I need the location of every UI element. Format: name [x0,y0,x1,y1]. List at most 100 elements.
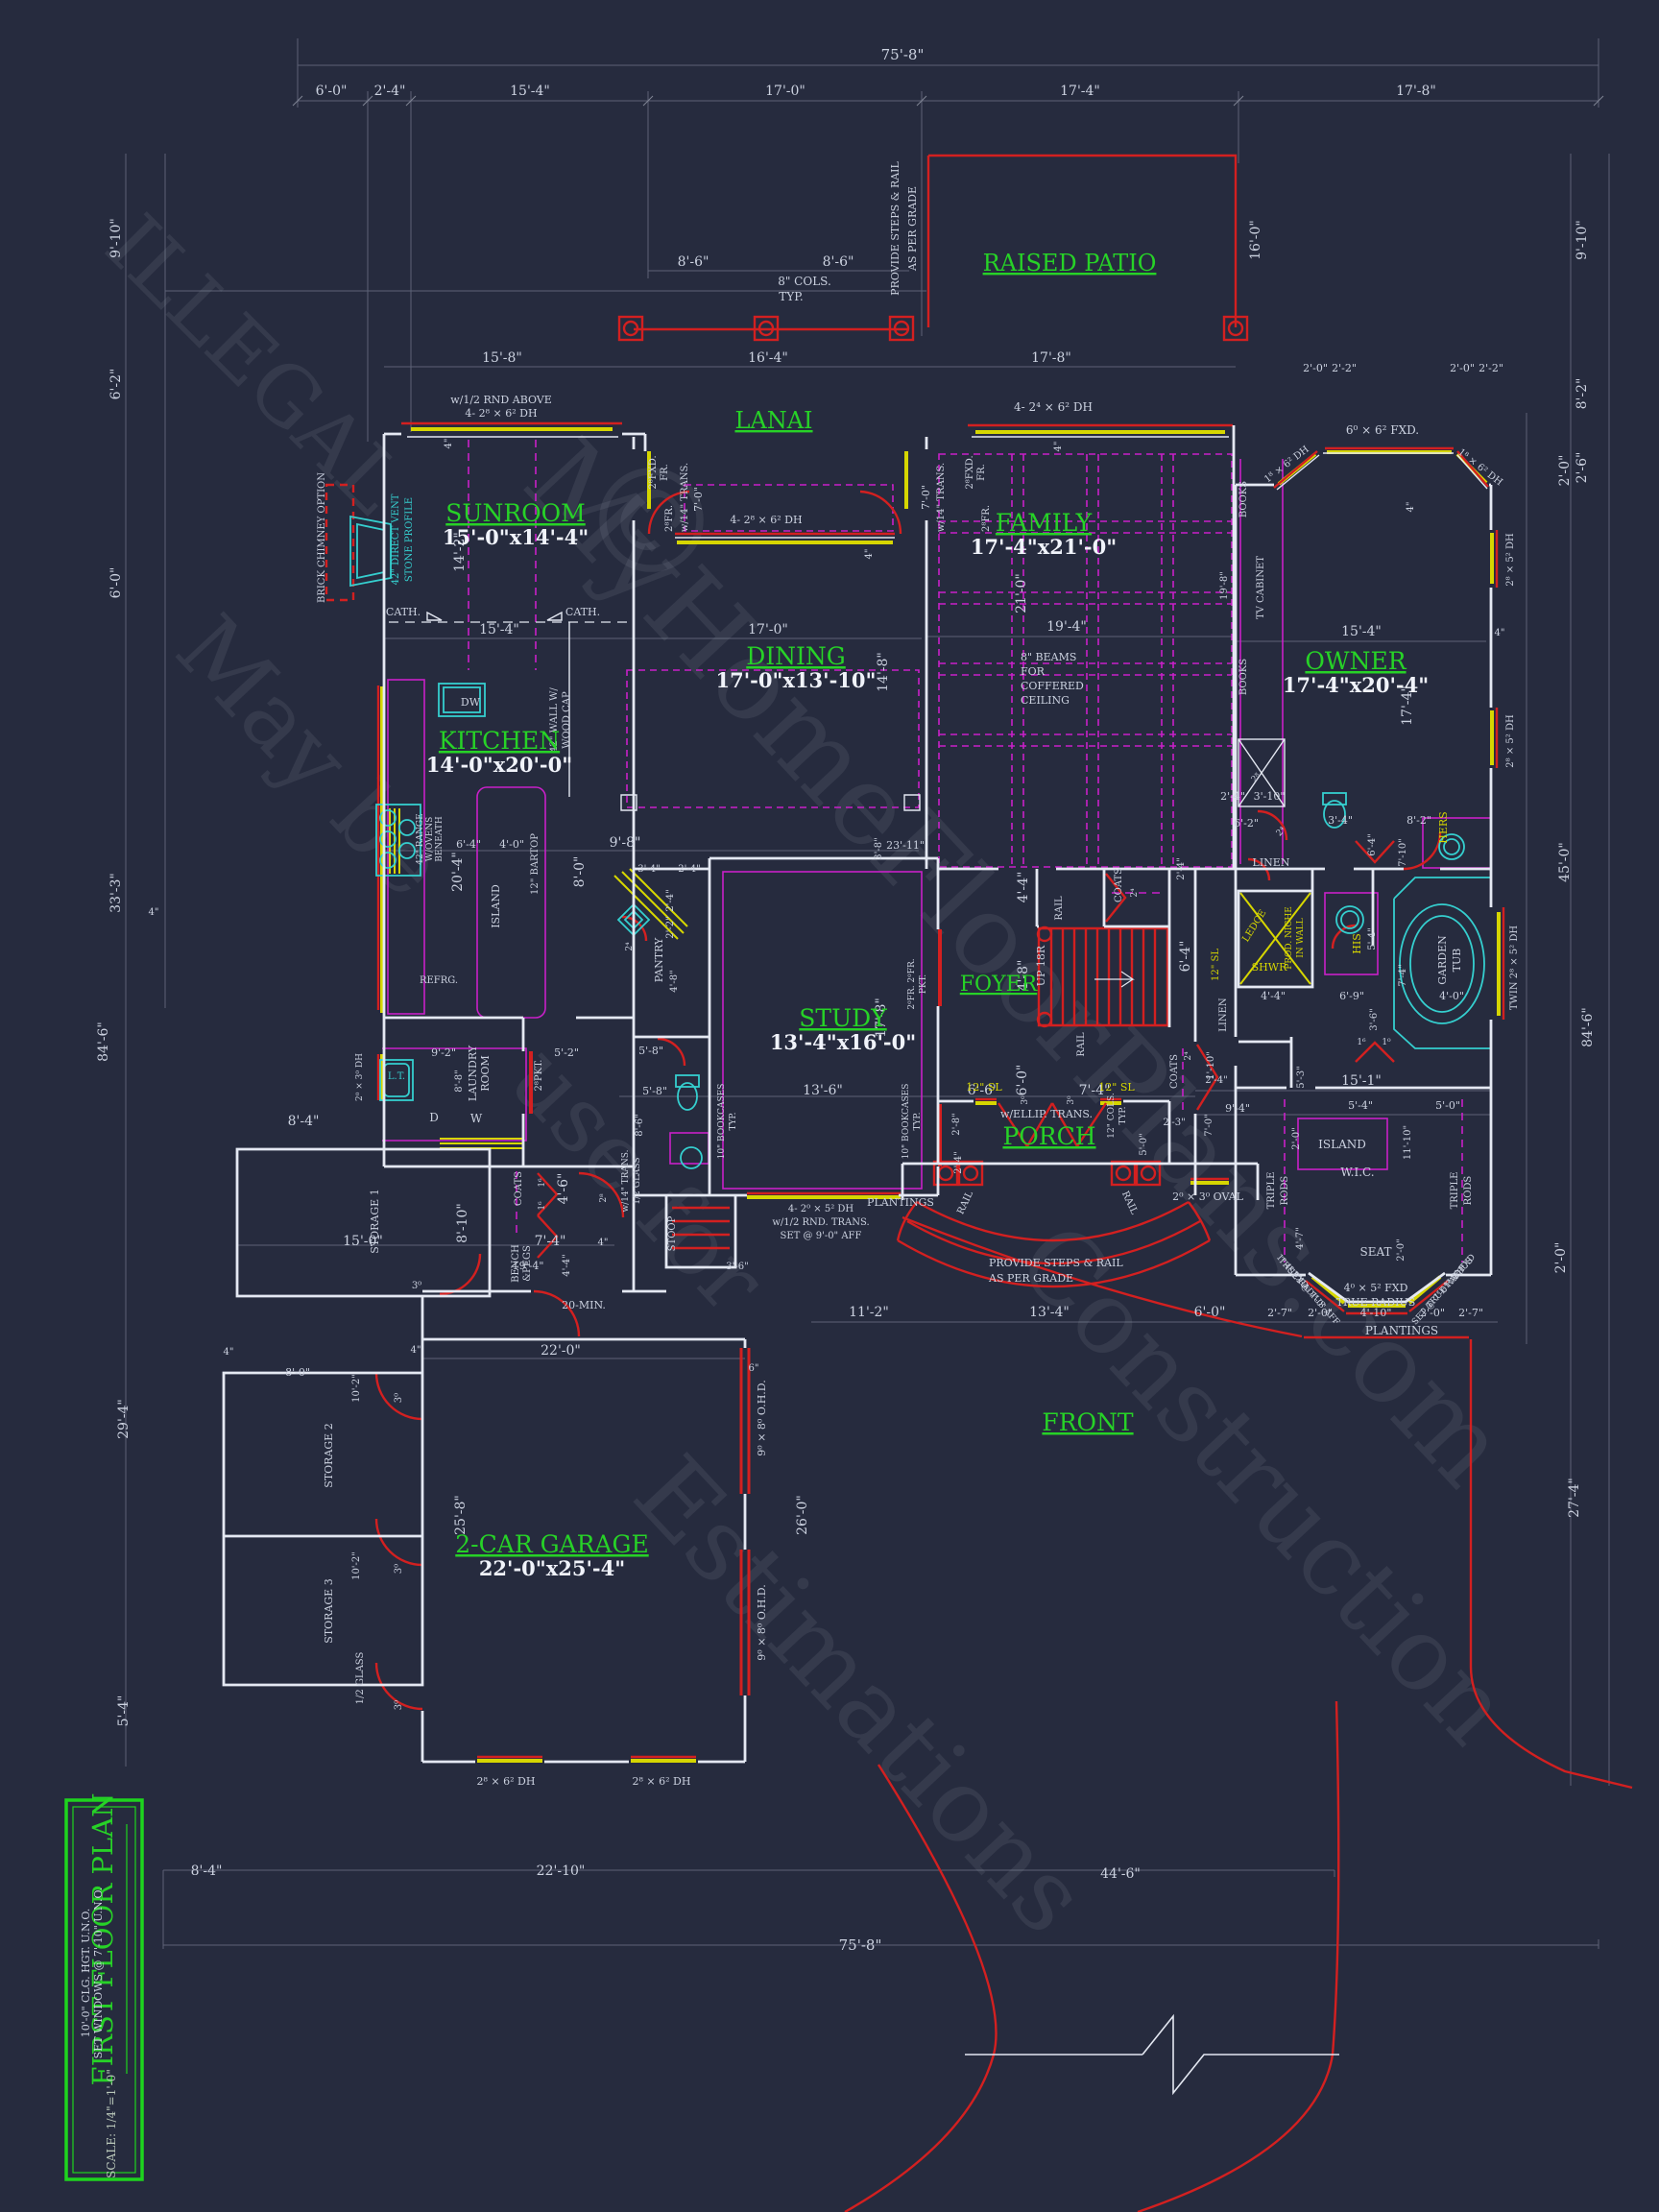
annotation-label: TUB [1451,949,1463,973]
annotation-label: 2⁸ [599,1193,609,1203]
annotation-label: ISLAND [1318,1138,1366,1151]
annotation-label: 20'-4" [450,852,466,892]
annotation-label: AS PER GRADE [906,186,919,272]
annotation-label: HERS [1437,811,1450,843]
title-block-title: FIRST FLOOR PLAN [86,1793,119,2086]
annotation-label: 2⁸ × 5² DH [1505,714,1516,768]
annotation-label: 3⁰ [1067,1095,1076,1105]
annotation-label: 2'-4" [374,84,406,99]
doors-and-site-lines [325,154,1633,2212]
annotation-label: 33'-3" [108,873,124,913]
annotation-label: 5'-8" [638,1045,663,1057]
annotation-label: 2⁸ × 5² DH [1505,533,1516,587]
annotation-label: PLANTINGS [867,1196,934,1209]
annotation-label: 3⁰ [394,1700,404,1710]
annotation-label: W.I.C. [1340,1166,1374,1179]
annotation-label: 2⁸FXD. [965,455,975,489]
annotation-label: 3⁰ [412,1281,421,1291]
annotation-label: WOOD CAP [562,691,572,749]
annotation-label: BENCH [511,1244,521,1283]
annotation-label: 4- 2⁸ × 6² DH [730,514,802,526]
annotation-label: 14'-2" [452,532,468,572]
annotation-label: 9⁰ × 8⁰ O.H.D. [756,1380,768,1455]
room-size-label: 17'-4"x20'-4" [1283,673,1429,697]
annotation-label: 1'-10" [1206,1051,1216,1080]
walls [222,425,1493,2096]
title-block-note2: SET WINDOWS @ 7'-10" U.N.O. [92,1887,105,2059]
annotation-label: TRIPLE [1266,1172,1277,1210]
annotation-label: 22'-10" [537,1863,586,1879]
annotation-label: 3'-4" [1328,814,1353,827]
annotation-label: SET @ 9'-0" AFF [781,1231,862,1241]
annotation-label: 2⁴ [625,942,635,951]
annotation-label: 6'-0" [316,84,348,99]
annotation-label: 10'-2" [351,1374,362,1403]
annotation-label: 4" [1495,628,1505,638]
annotation-label: 4'-0" [499,838,524,851]
annotation-label: PROVIDE STEPS & RAIL [889,160,902,295]
annotation-label: 4" [1406,502,1416,513]
annotation-label: 2⁸ × 6² DH [633,1775,691,1788]
annotation-label: W/OVENS [425,817,435,862]
annotation-label: 2'-2" [1332,362,1357,374]
annotation-label: 42" WALL W/ [549,687,560,753]
annotation-label: w/1/2 RND. TRANS. [772,1217,869,1228]
annotation-label: PANTRY [653,937,665,982]
annotation-label: 12" SL [1098,1081,1135,1094]
annotation-label: TYP. [913,1112,923,1130]
annotation-label: STOOP [667,1215,678,1251]
annotation-label: PLANTINGS [1365,1324,1438,1337]
room-label: OWNER [1305,647,1407,675]
annotation-label: BOOKS [1238,659,1249,695]
annotation-label: 4" [411,1345,421,1356]
annotation-label: RAIL [1054,896,1065,921]
annotation-label: 4" [598,1238,609,1248]
annotation-label: 42" RANGE [416,813,425,864]
title-block: FIRST FLOOR PLAN 10'-0" CLG. HGT. U.N.O.… [64,1793,144,2181]
annotation-label: 1/2 GLASS [355,1652,366,1705]
annotation-label: 7'-10" [1398,838,1408,867]
annotation-label: STORAGE 2 [323,1423,335,1487]
annotation-label: 3⁰ [394,1393,404,1403]
annotation-label: 8'-4" [288,1114,320,1129]
annotation-label: LINEN [1218,998,1229,1032]
annotation-label: TRIPLE [1450,1172,1460,1210]
annotation-label: w/ELLIP. TRANS. [1000,1108,1093,1120]
annotation-label: 4- 2⁴ × 6² DH [1014,400,1093,414]
annotation-label: 3'-6" [726,1262,748,1272]
annotation-label: LINEN [1253,856,1290,869]
annotation-label: BOOKS [1238,481,1249,517]
annotation-label: 42" DIRECT VENT [391,493,401,585]
annotation-label: 2⁰ × 3⁰ OVAL [1172,1190,1243,1203]
annotation-label: 7'-0" [920,485,932,510]
annotation-label: 3⁰ [1021,1095,1030,1105]
annotation-label: 9'-8" [610,835,641,851]
annotation-label: SEAT [1360,1245,1392,1259]
annotation-label: ISLAND [490,884,502,928]
room-label: FOYER [960,973,1039,997]
annotation-label: 8'-8" [454,1070,465,1092]
annotation-label: 8'-6" [678,254,709,270]
annotation-label: 4" [1053,442,1064,452]
annotation-label: 6'-0" [108,567,124,599]
annotation-label: IN WALL [1296,918,1306,958]
annotation-label: D [429,1111,439,1124]
annotation-label: 4'-0" [1439,990,1464,1002]
annotation-label: TYP. [729,1112,738,1130]
annotation-label: 16'-0" [1248,220,1263,260]
annotation-label: 45'-0" [1557,842,1573,882]
annotation-label: 25'-8" [453,1495,469,1535]
annotation-label: HIS [1351,933,1363,953]
annotation-label: UP 18R [1035,945,1047,986]
room-size-label: 14'-0"x20'-0" [426,753,572,777]
annotation-label: 9'-10" [108,218,124,258]
annotation-label: 7'-0" [692,487,705,512]
room-label: KITCHEN [439,727,560,755]
annotation-label: 5'-0" [1139,1133,1149,1155]
annotation-label: AS PER GRADE [988,1272,1073,1285]
annotation-label: 9'-2" [431,1046,456,1059]
annotation-label: 4⁰ × 5² FXD [1344,1282,1408,1294]
annotation-label: 3'-10" [1254,790,1286,803]
room-label: PORCH [1002,1122,1095,1150]
